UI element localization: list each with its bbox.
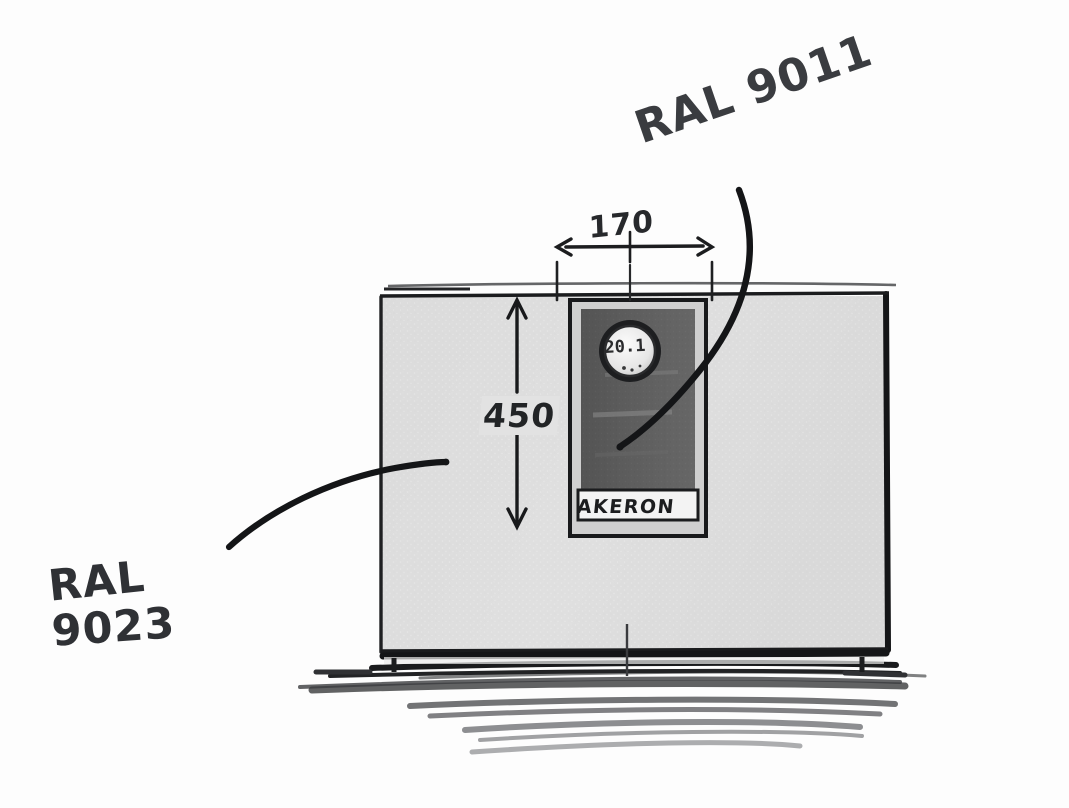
brand-label: AKERON (575, 496, 677, 518)
display-value: 20.1 (604, 335, 646, 358)
dimension-height (506, 296, 528, 531)
control-panel[interactable] (568, 298, 708, 538)
leader-ral9011 (616, 186, 753, 451)
dimension-width (553, 230, 716, 302)
cabinet-base (313, 649, 908, 678)
ground-shadow (298, 670, 927, 755)
leader-ral9023 (225, 458, 450, 551)
dimension-label-width: 170 (588, 204, 655, 247)
callout-label-ral9023-line2: 9023 (50, 598, 177, 657)
round-display[interactable] (599, 320, 661, 382)
dimension-label-height: 450 (478, 396, 560, 435)
